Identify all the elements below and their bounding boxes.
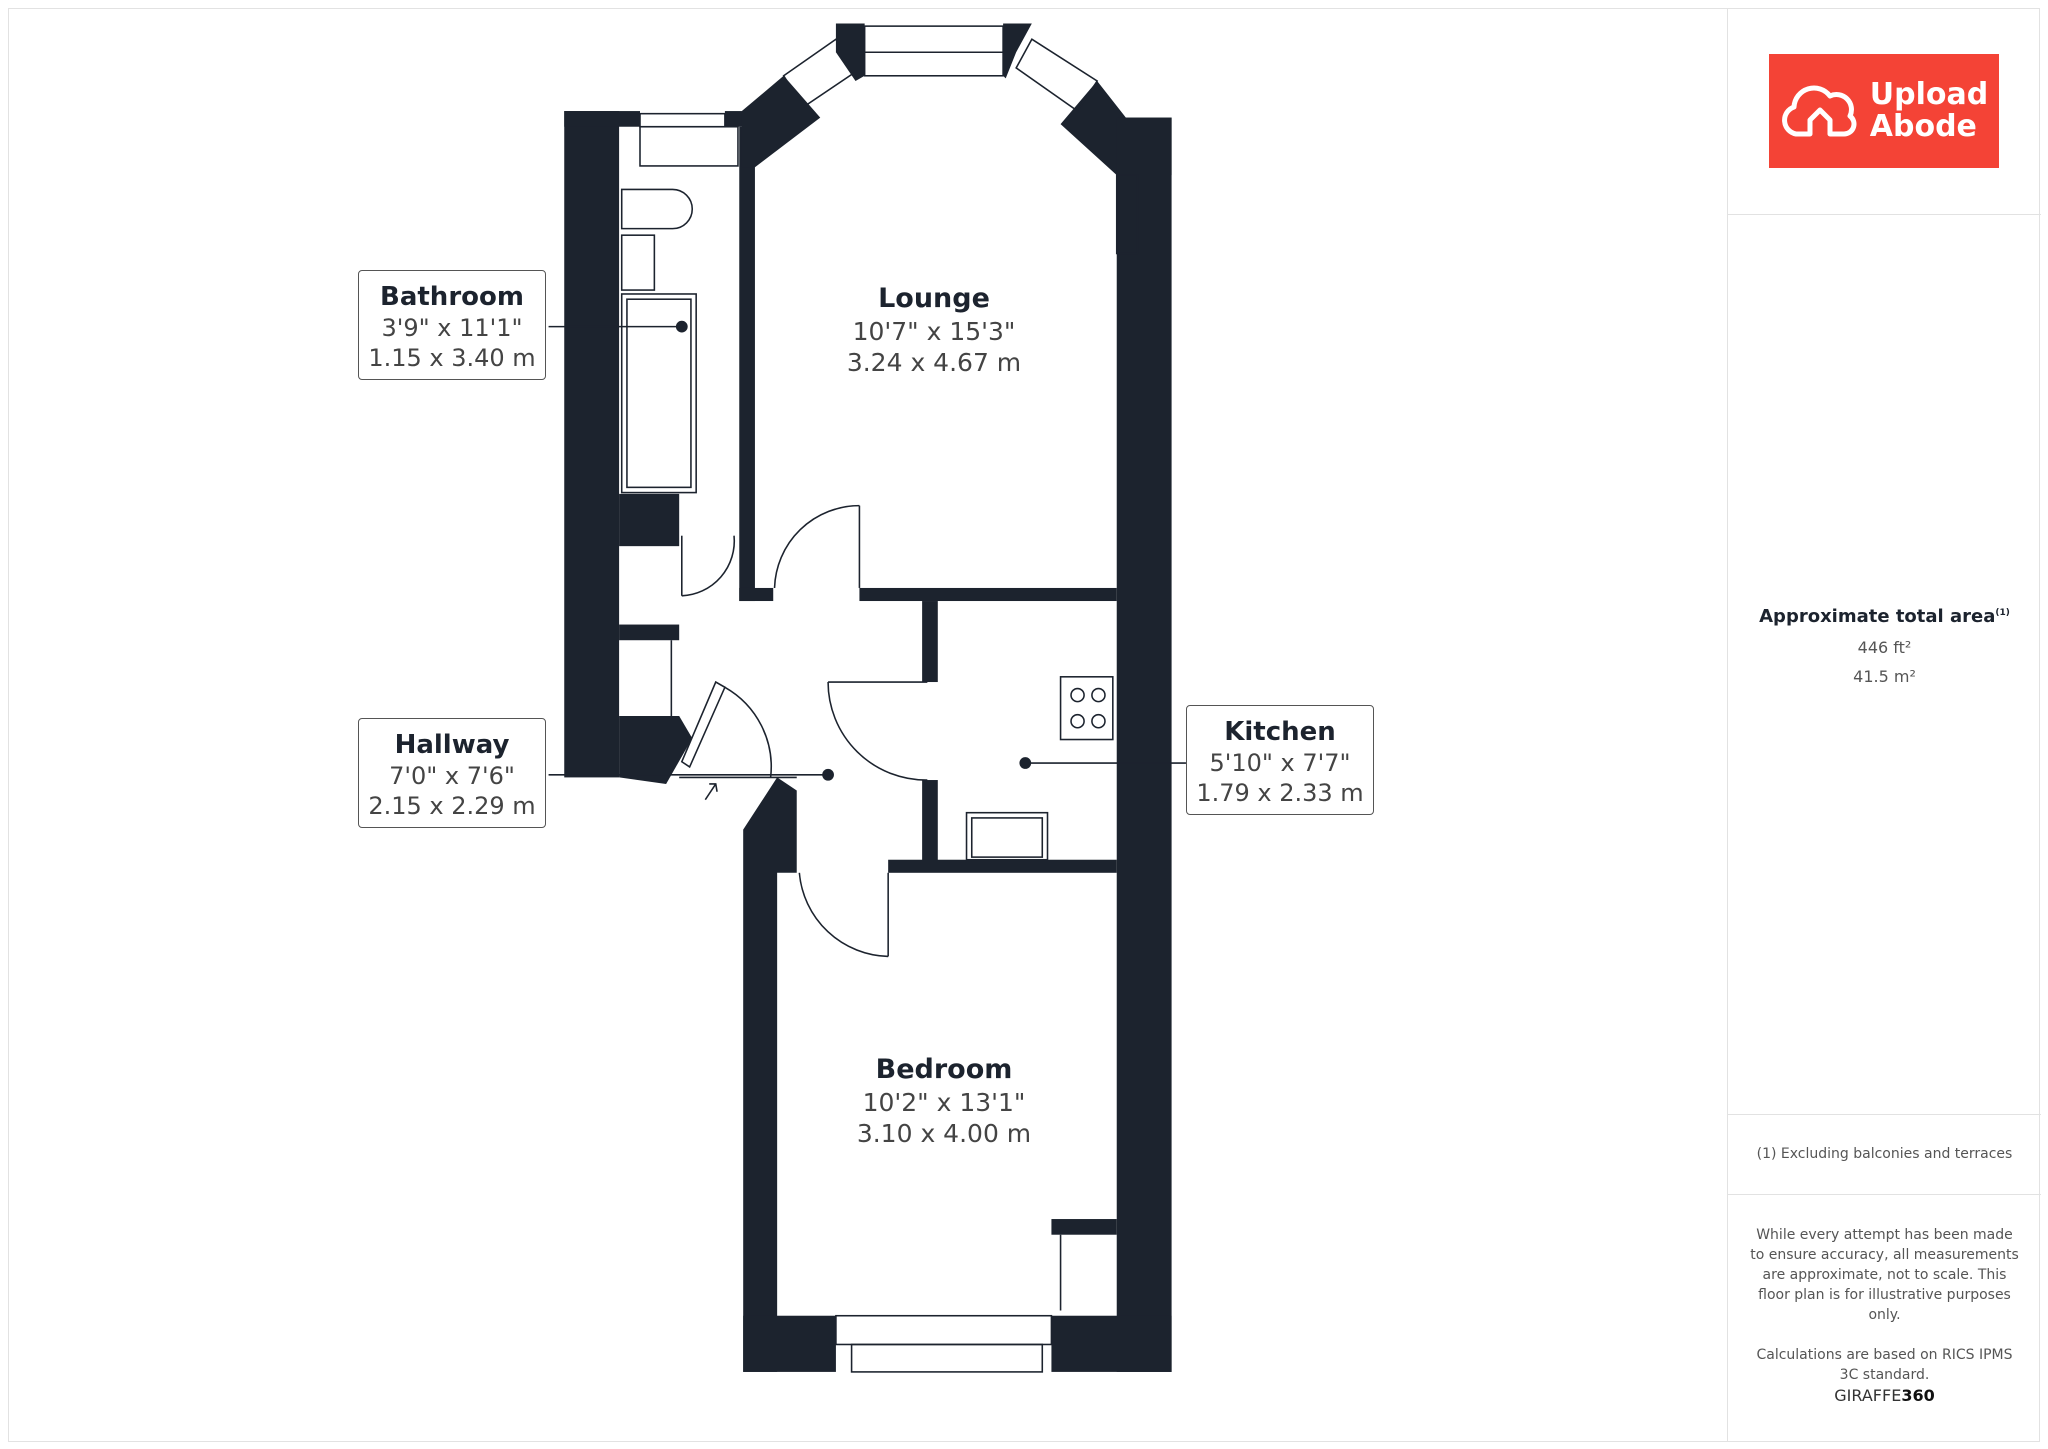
footnote-mark: (1): [1995, 608, 2010, 618]
area-sqft: 446 ft²: [1857, 638, 1912, 657]
fixtures: [548, 25, 1186, 1373]
room-label-hallway: Hallway 7'0" x 7'6" 2.15 x 2.29 m: [358, 718, 546, 828]
room-name: Bathroom: [380, 282, 524, 312]
room-imperial: 3'9" x 11'1": [381, 314, 523, 342]
credit-part1: GIRAFFE: [1834, 1386, 1902, 1405]
footnote: (1) Excluding balconies and terraces: [1756, 1146, 2013, 1162]
dimension-dots: [675, 320, 1032, 781]
disclaimer-text: While every attempt has been made to ens…: [1750, 1227, 2019, 1323]
room-name: Hallway: [394, 730, 510, 760]
footnote-section: [1728, 1114, 2041, 1195]
logo-line1: Upload: [1869, 77, 1989, 112]
logo-line2: Abode: [1869, 109, 1977, 144]
room-name: Bedroom: [875, 1054, 1013, 1085]
area-title-text: Approximate total area: [1759, 606, 1996, 627]
room-label-kitchen: Kitchen 5'10" x 7'7" 1.79 x 2.33 m: [1186, 705, 1374, 815]
room-metric: 2.15 x 2.29 m: [368, 792, 536, 820]
room-label-bathroom: Bathroom 3'9" x 11'1" 1.15 x 3.40 m: [358, 270, 546, 380]
room-name: Kitchen: [1224, 717, 1336, 747]
room-name: Lounge: [878, 283, 990, 314]
room-imperial: 5'10" x 7'7": [1209, 749, 1351, 777]
room-label-lounge: Lounge 10'7" x 15'3" 3.24 x 4.67 m: [804, 282, 1064, 378]
area-title: Approximate total area(1): [1728, 606, 2041, 627]
calculations-text: Calculations are based on RICS IPMS 3C s…: [1756, 1347, 2013, 1383]
room-imperial: 10'7" x 15'3": [852, 317, 1016, 346]
giraffe360-credit: GIRAFFE360: [1728, 1386, 2041, 1405]
page-frame: [8, 8, 2040, 1442]
area-sqm: 41.5 m²: [1853, 667, 1916, 686]
area-section: Approximate total area(1) 446 ft² 41.5 m…: [1728, 214, 2041, 1115]
room-metric: 1.15 x 3.40 m: [368, 344, 536, 372]
walls: [564, 23, 1172, 1372]
credit-part2: 360: [1901, 1386, 1935, 1405]
room-imperial: 10'2" x 13'1": [862, 1088, 1026, 1117]
room-metric: 1.79 x 2.33 m: [1196, 779, 1364, 807]
upload-abode-logo: Upload Abode: [1769, 54, 1999, 168]
room-label-bedroom: Bedroom 10'2" x 13'1" 3.10 x 4.00 m: [814, 1053, 1074, 1149]
info-sidebar: Upload Abode Approximate total area(1) 4…: [1727, 8, 2041, 1442]
room-metric: 3.24 x 4.67 m: [846, 348, 1022, 377]
logo-section: Upload Abode: [1728, 8, 2041, 215]
room-imperial: 7'0" x 7'6": [389, 762, 515, 790]
room-metric: 3.10 x 4.00 m: [856, 1119, 1032, 1148]
disclaimer: While every attempt has been made to ens…: [1748, 1225, 2021, 1385]
cloud-house-icon: [1781, 85, 1857, 137]
